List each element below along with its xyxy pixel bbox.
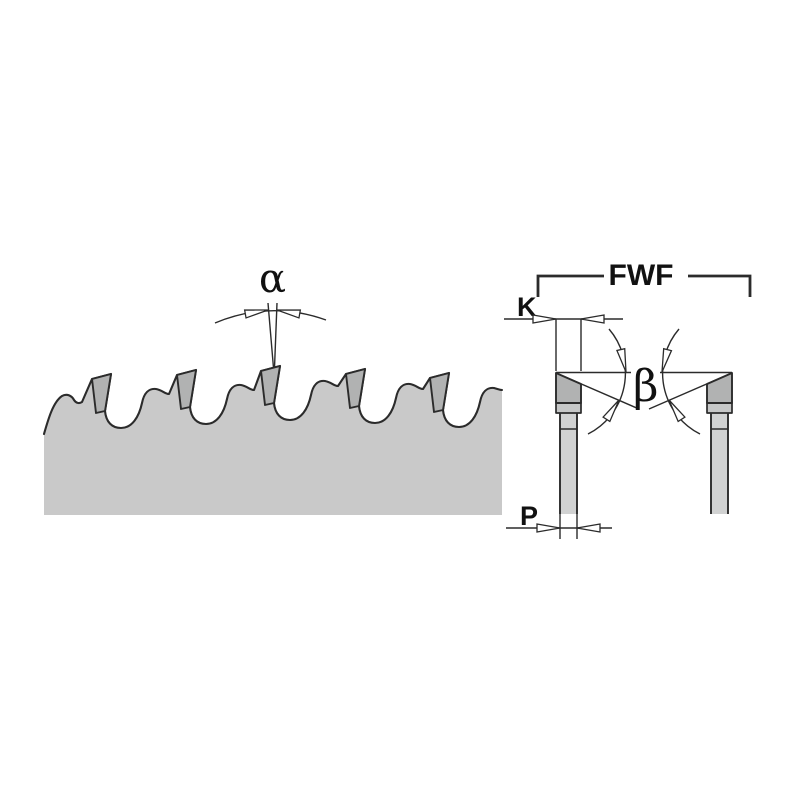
tooth-braze-band — [555, 402, 582, 414]
carbide-tip — [260, 365, 281, 406]
blade-side-view: α — [42, 256, 504, 515]
alpha-angle-line — [273, 302, 278, 369]
beta-angle-arc — [587, 328, 627, 435]
tooth-tip — [555, 372, 582, 404]
carbide-tip — [91, 373, 112, 414]
tooth-plate-edge — [559, 413, 578, 514]
fwf-bracket-line — [536, 274, 752, 297]
alpha-angle-arc — [214, 310, 327, 324]
arrowhead-icon — [244, 305, 270, 319]
tooth-plate — [560, 413, 577, 514]
arrowhead-icon — [275, 305, 301, 319]
beta-label: β — [633, 361, 658, 412]
fwf-bracket: FWF — [536, 259, 752, 297]
beta-bevel-line — [648, 372, 733, 410]
kerf-label: K — [517, 292, 537, 322]
plate-label: P — [520, 501, 538, 531]
arrowhead-icon — [536, 523, 561, 533]
front-view-left-tooth — [555, 372, 582, 514]
tooth-braze-band — [706, 402, 733, 414]
arrowhead-icon — [657, 348, 673, 374]
arrowhead-icon — [532, 314, 557, 324]
kerf-dimension: K — [504, 292, 623, 371]
beta-angle-annotation-left — [555, 328, 640, 435]
blade-body — [44, 366, 502, 515]
arrowhead-icon — [576, 523, 601, 533]
fwf-label: FWF — [609, 259, 674, 292]
beta-angle-arc — [661, 328, 701, 435]
teeth-front-view: FWF K — [504, 259, 752, 539]
tooth-plate-edge — [710, 413, 729, 514]
carbide-tip — [176, 369, 197, 410]
alpha-angle-annotation: α — [214, 256, 327, 369]
arrowhead-icon — [580, 314, 605, 324]
plate-thickness-dimension: P — [506, 501, 612, 539]
front-view-right-tooth — [706, 372, 733, 514]
tooth-plate — [711, 413, 728, 514]
alpha-angle-line — [267, 302, 275, 369]
alpha-label: α — [259, 256, 286, 302]
tooth-tip — [706, 372, 733, 404]
carbide-tip — [429, 372, 450, 413]
arrowhead-icon — [616, 348, 631, 374]
carbide-tip — [345, 368, 366, 409]
carbide-tips — [91, 365, 450, 414]
beta-angle-annotation-right — [648, 328, 733, 435]
beta-bevel-line — [555, 372, 640, 410]
